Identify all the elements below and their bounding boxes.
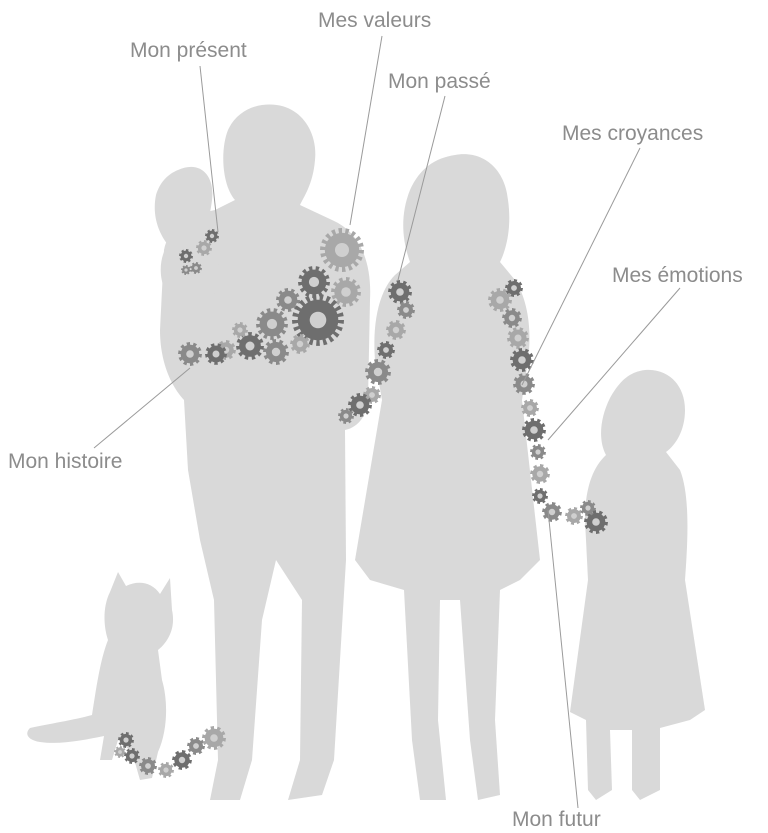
gear-hub-icon: [369, 392, 375, 398]
gear-hub-icon: [267, 319, 277, 329]
silhouettes: [27, 104, 705, 800]
gear-hub-icon: [284, 296, 292, 304]
gear-hub-icon: [396, 288, 404, 296]
gear-hub-icon: [184, 254, 188, 258]
gear-hub-icon: [309, 277, 319, 287]
gear-hub-icon: [356, 401, 364, 409]
gear-hub-icon: [374, 368, 382, 376]
gear-hub-icon: [297, 341, 303, 347]
gear-hub-icon: [343, 413, 348, 418]
gear-hub-icon: [179, 757, 185, 763]
gear-hub-icon: [403, 307, 409, 313]
gear-hub-icon: [129, 753, 134, 758]
gear-hub-icon: [527, 405, 533, 411]
gear-hub-icon: [537, 471, 543, 477]
gear-hub-icon: [511, 285, 517, 291]
gear-hub-icon: [383, 347, 389, 353]
label-mon-present: Mon présent: [130, 39, 247, 62]
gear-hub-icon: [272, 348, 280, 356]
gear-hub-icon: [592, 518, 600, 526]
gear-hub-icon: [515, 335, 522, 342]
gear-hub-icon: [163, 767, 168, 772]
gear-hub-icon: [585, 505, 590, 510]
label-mon-futur: Mon futur: [512, 808, 601, 831]
label-mon-histoire: Mon histoire: [8, 450, 122, 473]
gear-hub-icon: [335, 243, 349, 257]
gear-hub-icon: [549, 509, 555, 515]
gear-hub-icon: [509, 315, 515, 321]
gear-hub-icon: [123, 737, 128, 742]
label-mes-croyances: Mes croyances: [562, 122, 703, 145]
gear-hub-icon: [571, 513, 577, 519]
gear-hub-icon: [145, 763, 151, 769]
gear-hub-icon: [237, 327, 242, 332]
gear-hub-icon: [210, 734, 218, 742]
gear-hub-icon: [213, 351, 220, 358]
girl-silhouette: [570, 370, 705, 800]
gear-hub-icon: [393, 327, 399, 333]
gear-hub-icon: [193, 743, 199, 749]
label-mon-passe: Mon passé: [388, 70, 491, 93]
gear-hub-icon: [201, 245, 206, 250]
leader-mes-valeurs: [350, 36, 382, 225]
gear-hub-icon: [246, 342, 255, 351]
gear-hub-icon: [310, 312, 327, 329]
cat-silhouette: [27, 572, 173, 780]
gear-hub-icon: [518, 356, 526, 364]
gear-hub-icon: [535, 449, 540, 454]
woman-silhouette: [355, 154, 540, 800]
label-mes-valeurs: Mes valeurs: [318, 9, 431, 32]
leader-mon-futur: [548, 510, 578, 808]
gear-hub-icon: [530, 426, 538, 434]
gear-hub-icon: [537, 493, 542, 498]
gear-hub-icon: [341, 287, 351, 297]
gear-hub-icon: [496, 296, 504, 304]
gear-hub-icon: [194, 266, 198, 270]
leader-mon-histoire: [94, 368, 190, 448]
gear-hub-icon: [118, 750, 122, 754]
label-mes-emotions: Mes émotions: [612, 264, 743, 287]
gear-hub-icon: [186, 350, 194, 358]
gear-hub-icon: [210, 234, 214, 238]
gear-hub-icon: [184, 268, 187, 271]
